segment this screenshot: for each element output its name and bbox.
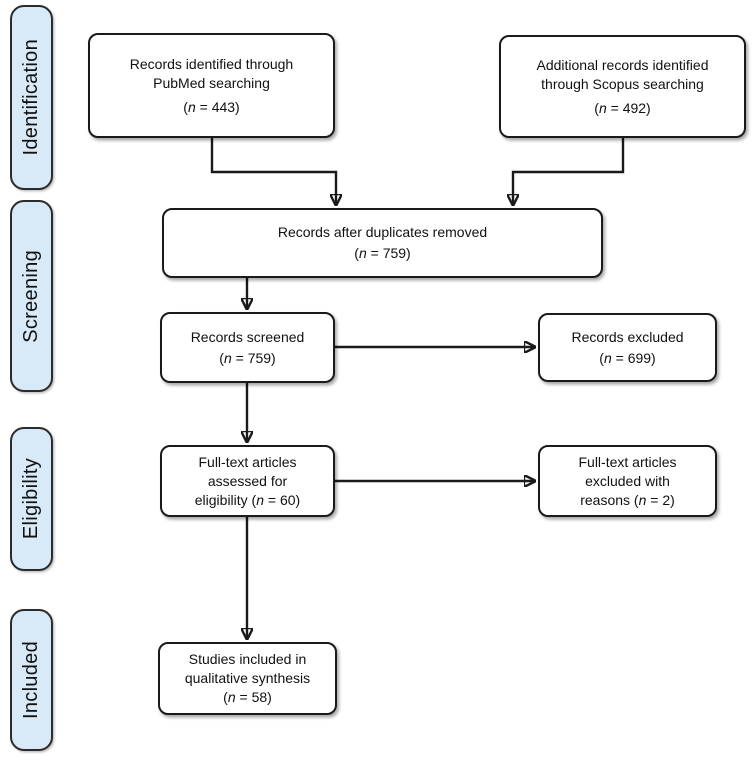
box-identified-pubmed: Records identified through PubMed search…: [88, 33, 335, 138]
box-text-line: through Scopus searching: [541, 75, 704, 92]
box-count: (n = 759): [354, 245, 411, 261]
box-text-line: Records after duplicates removed: [277, 224, 488, 240]
box-count: (n = 759): [219, 349, 276, 366]
stage-included-label: Included: [20, 640, 42, 719]
stage-eligibility-label: Eligibility: [20, 458, 42, 540]
box-text-line: excluded with: [585, 472, 670, 489]
box-count: (n = 443): [183, 98, 240, 115]
box-text-line: assessed for: [207, 472, 288, 489]
stage-eligibility: Eligibility: [10, 427, 53, 571]
box-count: (n = 58): [223, 689, 272, 705]
box-count: (n = 60): [247, 491, 301, 508]
box-fulltext-excluded: Full-text articles excluded with reasons…: [538, 445, 717, 517]
stage-identification: Identification: [10, 5, 53, 190]
box-identified-scopus: Additional records identified through Sc…: [499, 35, 746, 138]
arrow-scopus-to-duplicates: [513, 138, 625, 205]
arrow-pubmed-to-duplicates: [210, 138, 336, 205]
box-text-line: qualitative synthesis: [184, 670, 311, 686]
box-records-screened: Records screened (n = 759): [160, 312, 335, 383]
box-studies-included: Studies included in qualitative synthesi…: [158, 642, 337, 715]
box-text-line: eligibility (n = 60): [194, 491, 301, 508]
box-count: (n = 492): [594, 99, 651, 116]
box-text-line: Records excluded: [571, 328, 684, 345]
box-text-line: Studies included in: [188, 651, 307, 667]
stage-identification-label: Identification: [20, 39, 42, 156]
stage-screening: Screening: [10, 200, 53, 392]
box-records-excluded: Records excluded (n = 699): [538, 313, 717, 382]
box-duplicates-removed: Records after duplicates removed (n = 75…: [162, 208, 603, 278]
stage-included: Included: [10, 609, 53, 751]
box-text-line: Full-text articles: [578, 453, 677, 470]
stage-screening-label: Screening: [20, 249, 42, 343]
box-text-line: Records screened: [190, 328, 305, 345]
box-count: (n = 2): [630, 491, 675, 508]
box-fulltext-assessed: Full-text articles assessed for eligibil…: [160, 445, 335, 517]
box-text-line: reasons (n = 2): [580, 491, 675, 508]
box-text-line: PubMed searching: [153, 74, 270, 91]
box-count: (n = 699): [599, 349, 656, 366]
box-text-line: Additional records identified: [536, 56, 709, 73]
box-text-line: Records identified through: [129, 55, 294, 72]
box-text-line: Full-text articles: [198, 453, 297, 470]
